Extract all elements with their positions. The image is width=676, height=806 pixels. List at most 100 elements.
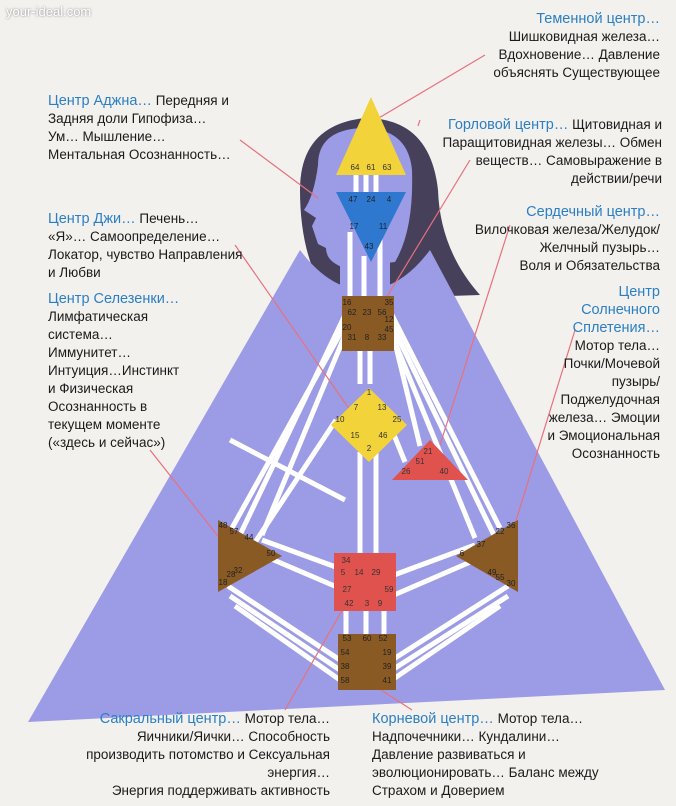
- gate-number: 27: [343, 585, 352, 594]
- throat-center: [342, 296, 394, 351]
- sacral-center: [334, 553, 396, 611]
- gate-number: 44: [245, 533, 254, 542]
- gate-number: 23: [363, 308, 372, 317]
- solar-plexus-center: [456, 520, 518, 592]
- gate-number: 19: [383, 648, 392, 657]
- heart-center-line: Воля и Обязательства: [519, 258, 660, 273]
- gate-number: 6: [460, 549, 465, 558]
- gate-number: 62: [348, 308, 357, 317]
- gate-number: 51: [416, 457, 425, 466]
- spleen-center-line: и Физическая: [48, 381, 134, 396]
- gate-number: 58: [341, 676, 350, 685]
- gate-number: 34: [342, 556, 351, 565]
- solar-plexus-line: Почки/Мочевой: [563, 356, 660, 371]
- sacral-center-line: энергия…: [267, 765, 330, 780]
- root-center-line: Давление развиваться и: [372, 747, 526, 762]
- gate-number: 18: [219, 578, 228, 587]
- root-center-title-rest: Мотор тела…: [493, 711, 583, 726]
- label-root-center: Корневой центр… Мотор тела… Надпочечники…: [372, 710, 662, 800]
- ajna-center-line: Ментальная Осознанность…: [48, 147, 231, 162]
- gate-number: 47: [349, 195, 358, 204]
- body-shape: [28, 250, 665, 722]
- pointer-lines: [149, 54, 576, 711]
- gate-number: 64: [351, 163, 360, 172]
- gate-number: 49: [488, 568, 497, 577]
- spleen-center-line: Осознанность в: [48, 399, 148, 414]
- gate-number: 41: [383, 676, 392, 685]
- gate-number: 53: [343, 634, 352, 643]
- gate-number: 33: [378, 333, 387, 342]
- g-center: [331, 388, 407, 462]
- root-center: [338, 634, 396, 690]
- gate-number: 48: [219, 521, 228, 530]
- gate-number: 39: [383, 662, 392, 671]
- label-sacral-center: Сакральный центр… Мотор тела… Яичники/Яи…: [40, 710, 330, 800]
- gate-number: 26: [402, 467, 411, 476]
- gate-number: 45: [385, 325, 394, 334]
- spleen-center: [218, 520, 282, 592]
- throat-center-title-rest: Щитовидная и: [568, 117, 662, 132]
- spleen-center-line: система…: [48, 327, 113, 342]
- gate-number: 63: [383, 163, 392, 172]
- ajna-center-line: Задняя доли Гипофиза…: [48, 111, 207, 126]
- solar-plexus-line: Осознанность: [571, 446, 660, 461]
- label-head-center: Теменной центр… Шишковидная железа… Вдох…: [400, 10, 660, 82]
- sacral-center-line: Энергия поддерживать активность: [111, 783, 330, 798]
- gate-number: 57: [230, 527, 239, 536]
- gate-number: 35: [385, 298, 394, 307]
- spleen-center-line: Интуиция…Инстинкт: [48, 363, 180, 378]
- spleen-center-line: («здесь и сейчас»): [48, 435, 166, 450]
- solar-plexus-title-line: Сплетения…: [572, 320, 660, 336]
- gate-number: 54: [341, 648, 350, 657]
- sacral-center-title-rest: Мотор тела…: [240, 711, 330, 726]
- gate-number: 17: [350, 222, 359, 231]
- gate-number: 52: [379, 634, 388, 643]
- ajna-center-title-rest: Передняя и: [151, 93, 229, 108]
- gate-number: 24: [367, 195, 376, 204]
- label-solar-plexus-center: Центр Солнечного Сплетения… Мотор тела… …: [510, 283, 660, 463]
- label-g-center: Центр Джи… Печень… «Я»… Самоопределение……: [48, 210, 288, 282]
- root-center-line: Надпочечники… Кундалини…: [372, 729, 560, 744]
- gate-number: 56: [378, 308, 387, 317]
- sacral-center-line: производить потомство и Сексуальная: [86, 747, 330, 762]
- gate-number: 9: [378, 599, 383, 608]
- gate-number: 40: [440, 467, 449, 476]
- g-center-line: и Любви: [48, 265, 101, 280]
- throat-center-line: действии/речи: [570, 171, 662, 186]
- heart-center: [392, 440, 468, 480]
- sacral-center-title: Сакральный центр…: [99, 711, 241, 727]
- gate-number: 36: [507, 521, 516, 530]
- g-center-title-rest: Печень…: [135, 211, 199, 226]
- gate-number: 21: [424, 447, 433, 456]
- ajna-center-title: Центр Аджна…: [48, 93, 152, 109]
- gate-number: 60: [363, 634, 372, 643]
- head-center-title: Теменной центр…: [536, 11, 660, 27]
- gate-number: 15: [351, 431, 360, 440]
- gate-number: 16: [343, 298, 352, 307]
- spleen-center-title: Центр Селезенки…: [48, 291, 180, 307]
- gate-number: 5: [341, 568, 346, 577]
- gate-number: 43: [365, 242, 374, 251]
- solar-plexus-line: Мотор тела…: [574, 338, 660, 353]
- head-center: [336, 97, 406, 175]
- gate-number: 2: [367, 444, 372, 453]
- gate-number: 10: [336, 415, 345, 424]
- g-center-line: Локатор, чувство Направления: [48, 247, 243, 262]
- label-throat-center: Горловой центр… Щитовидная и Паращитовид…: [382, 116, 662, 188]
- gate-number: 50: [267, 549, 276, 558]
- label-spleen-center: Центр Селезенки… Лимфатическая система… …: [48, 290, 238, 452]
- solar-plexus-line: Поджелудочная: [560, 392, 660, 407]
- gate-number: 37: [477, 540, 486, 549]
- solar-plexus-title-line: Солнечного: [581, 302, 660, 318]
- spleen-center-line: Лимфатическая: [48, 309, 149, 324]
- head-center-line: Вдохновение… Давление: [498, 47, 661, 62]
- spleen-center-line: Иммунитет…: [48, 345, 131, 360]
- head-center-line: Шишковидная железа…: [508, 29, 660, 44]
- solar-plexus-line: железа… Эмоции: [548, 410, 660, 425]
- ajna-center-line: Ум… Мышление…: [48, 129, 166, 144]
- g-center-line: «Я»… Самоопределение…: [48, 229, 221, 244]
- heart-center-line: Желчный пузырь…: [539, 240, 660, 255]
- gate-number: 1: [367, 388, 372, 397]
